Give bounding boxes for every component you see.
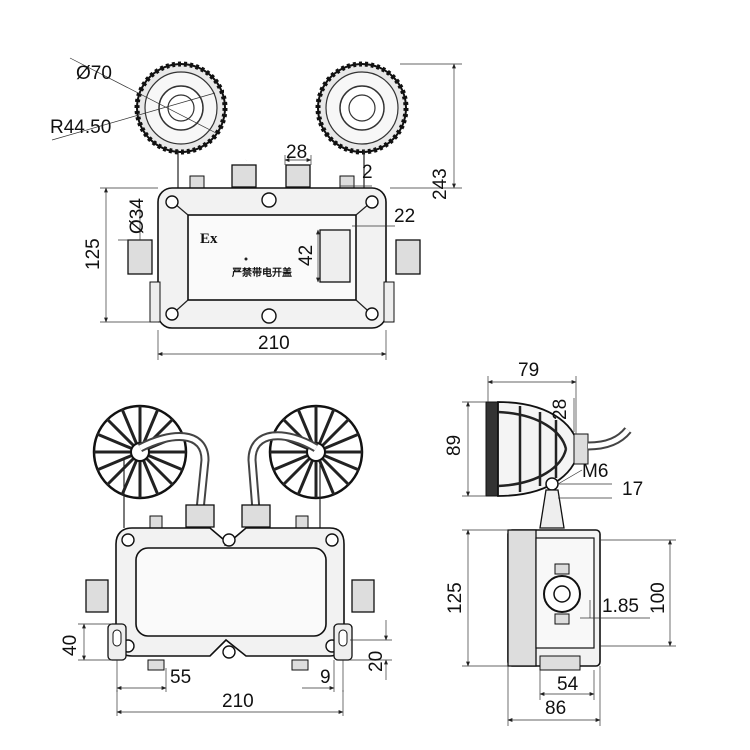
- dim-bolt: M6: [582, 461, 608, 482]
- ex-mark: Ex: [200, 231, 218, 247]
- dim-lamp-radius: R44.50: [50, 117, 111, 138]
- dim-width-rear: 210: [222, 691, 254, 712]
- dim-gap: 2: [362, 162, 373, 183]
- rear-view: 40 55 9 20 210: [60, 404, 392, 716]
- right-lamp-head: [315, 61, 409, 155]
- side-view: 79 89 28 M6 17 125 100 1.85 54 86: [444, 360, 676, 726]
- dim-height-inner: 100: [648, 582, 669, 614]
- dim-foot-thickness: 20: [366, 651, 387, 672]
- dim-window-height: 42: [296, 245, 317, 266]
- rear-left-guard: [92, 404, 188, 500]
- rear-right-guard: [268, 404, 364, 500]
- dim-height-body: 125: [83, 238, 104, 270]
- dim-lamp-diameter: Ø70: [76, 63, 112, 84]
- side-lamp-head: [485, 401, 632, 497]
- dim-gland-spacing: 28: [286, 142, 307, 163]
- dim-foot-height: 40: [60, 635, 81, 656]
- dim-width-front: 210: [258, 333, 290, 354]
- dim-bolt-offset: 17: [622, 479, 643, 500]
- panel-label: 严禁带电开盖: [231, 266, 292, 279]
- dim-foot-width: 9: [320, 667, 331, 688]
- dim-lamp-depth: 79: [518, 360, 539, 381]
- left-lamp-head: [134, 61, 228, 155]
- dim-depth-inner: 54: [557, 674, 579, 695]
- dim-hole-offset: 55: [170, 667, 191, 688]
- front-view: Ex 严禁带电开盖 Ø70 R44.50 28 2 243 125 Ø34 42…: [50, 57, 462, 360]
- dim-height-total: 243: [430, 168, 451, 200]
- dim-window-offset: 22: [394, 206, 415, 227]
- dim-side-height-body: 125: [445, 582, 466, 614]
- dim-depth-total: 86: [545, 698, 566, 719]
- dim-lamp-height: 89: [444, 435, 465, 456]
- dim-side-diameter: Ø34: [127, 198, 148, 234]
- dim-boss: 1.85: [602, 596, 639, 617]
- dim-bracket: 28: [550, 399, 571, 420]
